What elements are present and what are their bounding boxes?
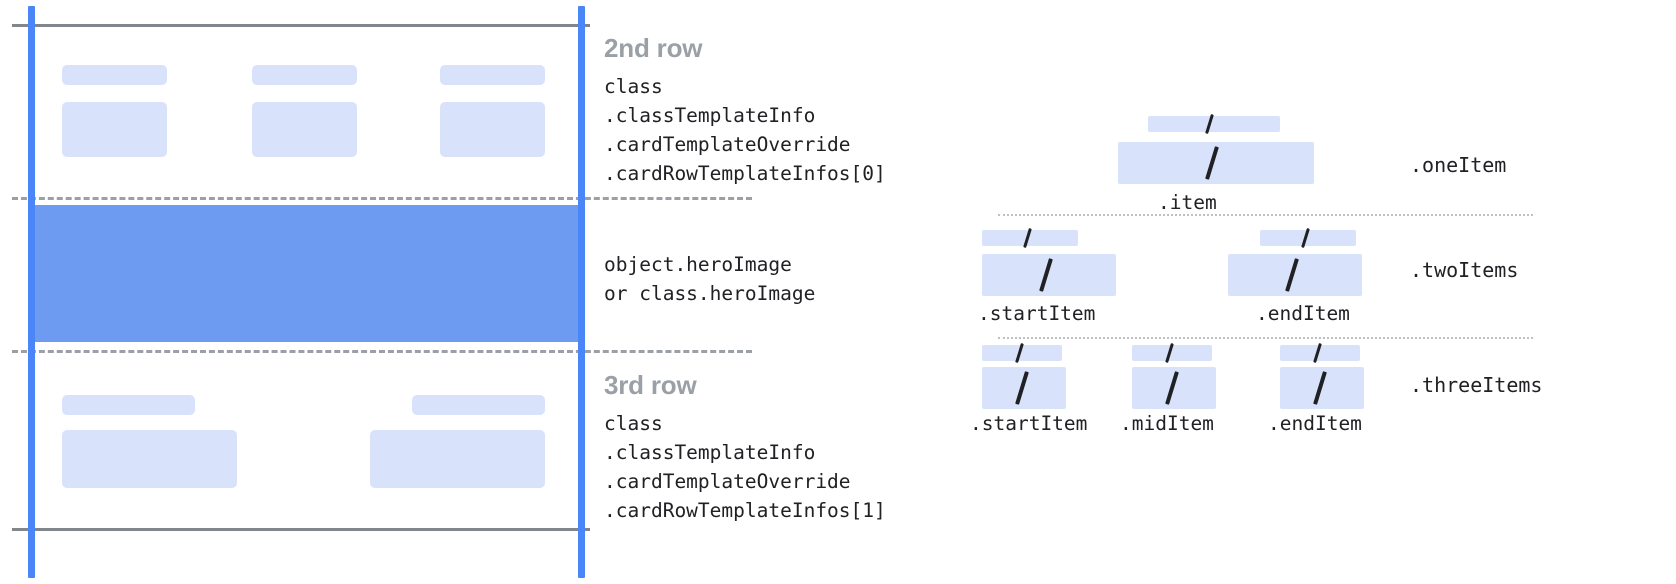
hero-image-band xyxy=(33,205,582,342)
two-items-end-label: .endItem xyxy=(1256,302,1350,325)
placeholder-label-r3c1 xyxy=(62,395,195,415)
third-row-code: class .classTemplateInfo .cardTemplateOv… xyxy=(604,412,886,522)
three-items-start-label: .startItem xyxy=(970,412,1088,435)
slash-icon xyxy=(1165,342,1174,364)
three-items-end-label-bar xyxy=(1280,342,1360,364)
slash-icon xyxy=(1313,342,1322,364)
hero-image-code: object.heroImage or class.heroImage xyxy=(604,253,816,305)
one-item-slot-label: .item xyxy=(1158,191,1217,214)
placeholder-value-r1c2 xyxy=(252,102,357,157)
placeholder-label-r1c1 xyxy=(62,65,167,85)
placeholder-value-r1c1 xyxy=(62,102,167,157)
variant-divider-1 xyxy=(998,214,1533,216)
row-divider-top xyxy=(12,197,752,200)
two-items-start-label-bar xyxy=(982,227,1078,249)
two-items-start-label: .startItem xyxy=(978,302,1096,325)
row-divider-bottom xyxy=(12,350,752,353)
slash-icon xyxy=(1205,113,1214,135)
variant-divider-2 xyxy=(998,337,1533,339)
three-items-mid-value-bar xyxy=(1132,367,1216,409)
card-right-guide xyxy=(578,6,585,578)
slash-icon xyxy=(1015,371,1029,405)
card-top-border xyxy=(12,24,590,27)
second-row-title: 2nd row xyxy=(604,33,703,63)
three-items-mid-label: .midItem xyxy=(1120,412,1214,435)
placeholder-value-r3c1 xyxy=(62,430,237,488)
one-item-value-bar xyxy=(1118,142,1314,184)
slash-icon xyxy=(1285,258,1299,292)
group-label-three-items: .threeItems xyxy=(1410,373,1543,397)
group-label-one-item: .oneItem xyxy=(1410,153,1507,177)
two-items-start-value-bar xyxy=(982,254,1116,296)
slash-icon xyxy=(1165,371,1179,405)
group-label-two-items: .twoItems xyxy=(1410,258,1519,282)
card-left-guide xyxy=(28,6,35,578)
slash-icon xyxy=(1205,146,1219,180)
row-layout-variants-diagram: .item .oneItem .startItem .endItem .twoI… xyxy=(960,0,1676,584)
three-items-end-value-bar xyxy=(1280,367,1364,409)
three-items-start-value-bar xyxy=(982,367,1066,409)
placeholder-label-r3c2 xyxy=(412,395,545,415)
card-template-diagram xyxy=(0,0,752,584)
slash-icon xyxy=(1039,258,1053,292)
two-items-end-label-bar xyxy=(1260,227,1356,249)
slash-icon xyxy=(1301,227,1310,249)
one-item-label-bar xyxy=(1148,113,1280,135)
two-items-end-value-bar xyxy=(1228,254,1362,296)
card-bottom-border xyxy=(12,528,590,531)
placeholder-value-r1c3 xyxy=(440,102,545,157)
placeholder-label-r1c2 xyxy=(252,65,357,85)
placeholder-label-r1c3 xyxy=(440,65,545,85)
second-row-code: class .classTemplateInfo .cardTemplateOv… xyxy=(604,75,886,185)
third-row-title: 3rd row xyxy=(604,370,697,400)
slash-icon xyxy=(1313,371,1327,405)
three-items-start-label-bar xyxy=(982,342,1062,364)
three-items-mid-label-bar xyxy=(1132,342,1212,364)
slash-icon xyxy=(1015,342,1024,364)
three-items-end-label: .endItem xyxy=(1268,412,1362,435)
placeholder-value-r3c2 xyxy=(370,430,545,488)
slash-icon xyxy=(1023,227,1032,249)
